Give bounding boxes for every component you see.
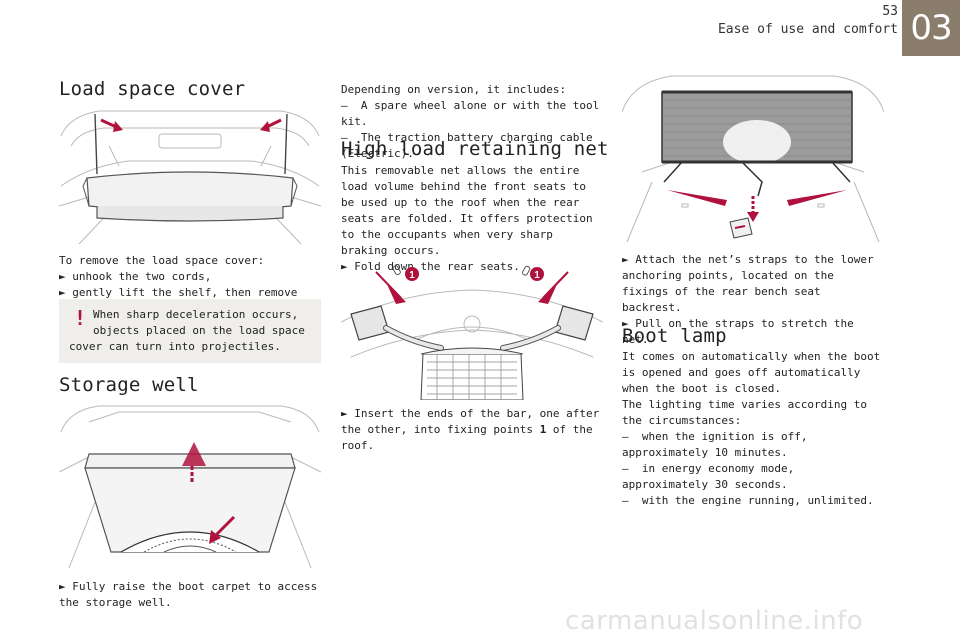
chapter-tab: 03: [902, 0, 960, 56]
callout-1: 1: [534, 270, 540, 281]
section-title: Ease of use and comfort: [717, 22, 898, 37]
retaining-net-step: ► Fold down the rear seats.: [341, 260, 520, 273]
callout-1: 1: [409, 270, 415, 281]
step-arrow-icon: ►: [59, 286, 66, 299]
well-contents-item: – A spare wheel alone or with the tool k…: [341, 99, 600, 128]
net-strap-step: ► Pull on the straps to stretch the net.: [622, 317, 854, 346]
warning-icon: !: [73, 306, 87, 330]
load-cover-step: ► unhook the two cords,: [59, 270, 212, 283]
retaining-net-description: This removable net allows the entire loa…: [341, 164, 593, 257]
page-number: 53: [882, 4, 898, 19]
well-contents-item: – The traction battery charging cable (E…: [341, 131, 593, 160]
net-straps-illustration: [622, 72, 884, 246]
warning-box: ! When sharp deceleration occurs, object…: [59, 299, 321, 363]
net-bar-illustration: 1 1: [341, 262, 603, 400]
storage-well-step: ► Fully raise the boot carpet to access …: [59, 580, 318, 609]
boot-lamp-item: – with the engine running, unlimited.: [622, 494, 874, 507]
boot-lamp-paragraph: It comes on automatically when the boot …: [622, 350, 881, 395]
step-arrow-icon: ►: [622, 253, 629, 266]
storage-well-heading: Storage well: [59, 374, 199, 396]
well-contents-intro: Depending on version, it includes:: [341, 83, 567, 96]
net-bar-step: ► Insert the ends of the bar, one after …: [341, 407, 600, 452]
boot-lamp-paragraph: The lighting time varies according to th…: [622, 398, 868, 427]
load-cover-illustration: [59, 106, 321, 246]
load-cover-intro: To remove the load space cover:: [59, 254, 265, 267]
load-space-cover-heading: Load space cover: [59, 78, 246, 100]
step-arrow-icon: ►: [59, 580, 66, 593]
net-strap-step: ► Attach the net’s straps to the lower a…: [622, 253, 874, 314]
boot-lamp-heading: Boot lamp: [622, 325, 727, 347]
step-arrow-icon: ►: [59, 270, 66, 283]
warning-text: When sharp deceleration occurs, objects …: [69, 308, 305, 353]
boot-lamp-item: – when the ignition is off, approximatel…: [622, 430, 808, 459]
boot-lamp-item: – in energy economy mode, approximately …: [622, 462, 795, 491]
step-arrow-icon: ►: [341, 407, 348, 420]
step-arrow-icon: ►: [341, 260, 348, 273]
step-arrow-icon: ►: [622, 317, 629, 330]
watermark: carmanualsonline.info: [565, 606, 864, 636]
retaining-net-heading: High load retaining net: [341, 138, 609, 160]
storage-well-illustration: [59, 402, 321, 570]
